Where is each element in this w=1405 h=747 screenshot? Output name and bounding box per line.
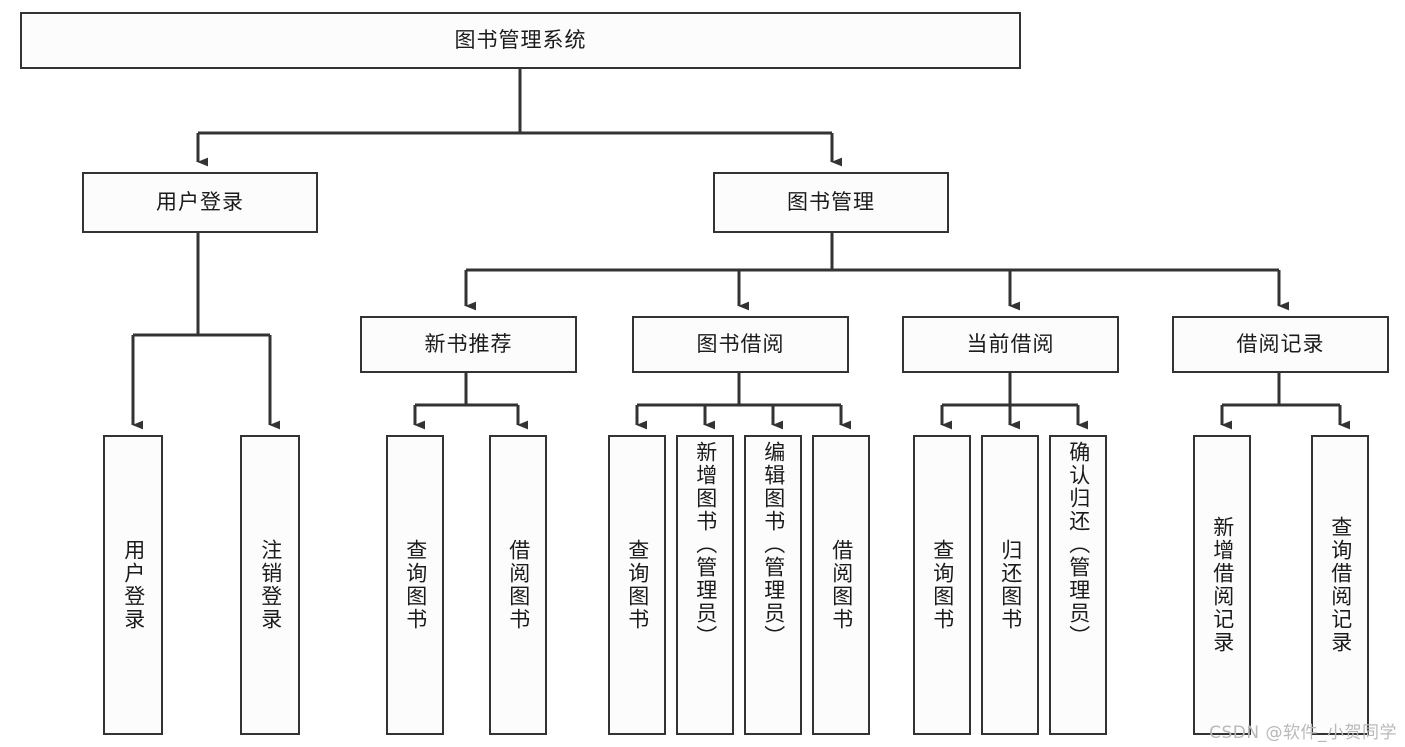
- node-book-borrow[interactable]: 图书借阅: [632, 316, 849, 373]
- leaf-query-book-2-label: 查询图书: [625, 539, 650, 631]
- node-root-label: 图书管理系统: [454, 27, 587, 52]
- node-current-borrow[interactable]: 当前借阅: [902, 316, 1119, 373]
- leaf-user-login[interactable]: 用户登录: [103, 435, 163, 735]
- node-book-borrow-label: 图书借阅: [696, 331, 785, 356]
- leaf-return-book[interactable]: 归还图书: [981, 435, 1039, 735]
- node-new-book-recommend-label: 新书推荐: [424, 331, 513, 356]
- node-borrow-record[interactable]: 借阅记录: [1172, 316, 1389, 373]
- leaf-query-record-label: 查询借阅记录: [1328, 516, 1353, 654]
- node-current-borrow-label: 当前借阅: [966, 331, 1055, 356]
- leaf-borrow-book-1-label: 借阅图书: [506, 539, 531, 631]
- node-book-manage[interactable]: 图书管理: [713, 172, 949, 233]
- leaf-borrow-book-1[interactable]: 借阅图书: [489, 435, 547, 735]
- leaf-add-book-label: 新增图书（管理员）: [693, 441, 718, 648]
- watermark-text: CSDN @软件_小贺同学: [1209, 723, 1397, 743]
- node-user-login-label: 用户登录: [156, 189, 244, 214]
- leaf-confirm-return[interactable]: 确认归还（管理员）: [1049, 435, 1107, 735]
- leaf-query-book-1[interactable]: 查询图书: [386, 435, 444, 735]
- leaf-user-login-label: 用户登录: [121, 539, 146, 631]
- node-book-manage-label: 图书管理: [787, 189, 875, 214]
- node-new-book-recommend[interactable]: 新书推荐: [360, 316, 577, 373]
- leaf-add-book[interactable]: 新增图书（管理员）: [676, 435, 734, 735]
- leaf-edit-book-label: 编辑图书（管理员）: [761, 441, 786, 648]
- leaf-borrow-book-2[interactable]: 借阅图书: [812, 435, 870, 735]
- leaf-query-record[interactable]: 查询借阅记录: [1311, 435, 1369, 735]
- leaf-query-book-3[interactable]: 查询图书: [913, 435, 971, 735]
- node-user-login[interactable]: 用户登录: [82, 172, 318, 233]
- leaf-add-record[interactable]: 新增借阅记录: [1193, 435, 1251, 735]
- connectors-root: [131, 69, 1351, 430]
- leaf-logout-label: 注销登录: [258, 539, 283, 631]
- leaf-query-book-1-label: 查询图书: [403, 539, 428, 631]
- leaf-logout[interactable]: 注销登录: [240, 435, 300, 735]
- leaf-query-book-2[interactable]: 查询图书: [608, 435, 666, 735]
- leaf-confirm-return-label: 确认归还（管理员）: [1066, 441, 1091, 648]
- leaf-query-book-3-label: 查询图书: [930, 539, 955, 631]
- node-borrow-record-label: 借阅记录: [1236, 331, 1325, 356]
- leaf-return-book-label: 归还图书: [998, 539, 1023, 631]
- leaf-edit-book[interactable]: 编辑图书（管理员）: [744, 435, 802, 735]
- leaf-borrow-book-2-label: 借阅图书: [829, 539, 854, 631]
- node-root[interactable]: 图书管理系统: [20, 12, 1021, 69]
- leaf-add-record-label: 新增借阅记录: [1210, 516, 1235, 654]
